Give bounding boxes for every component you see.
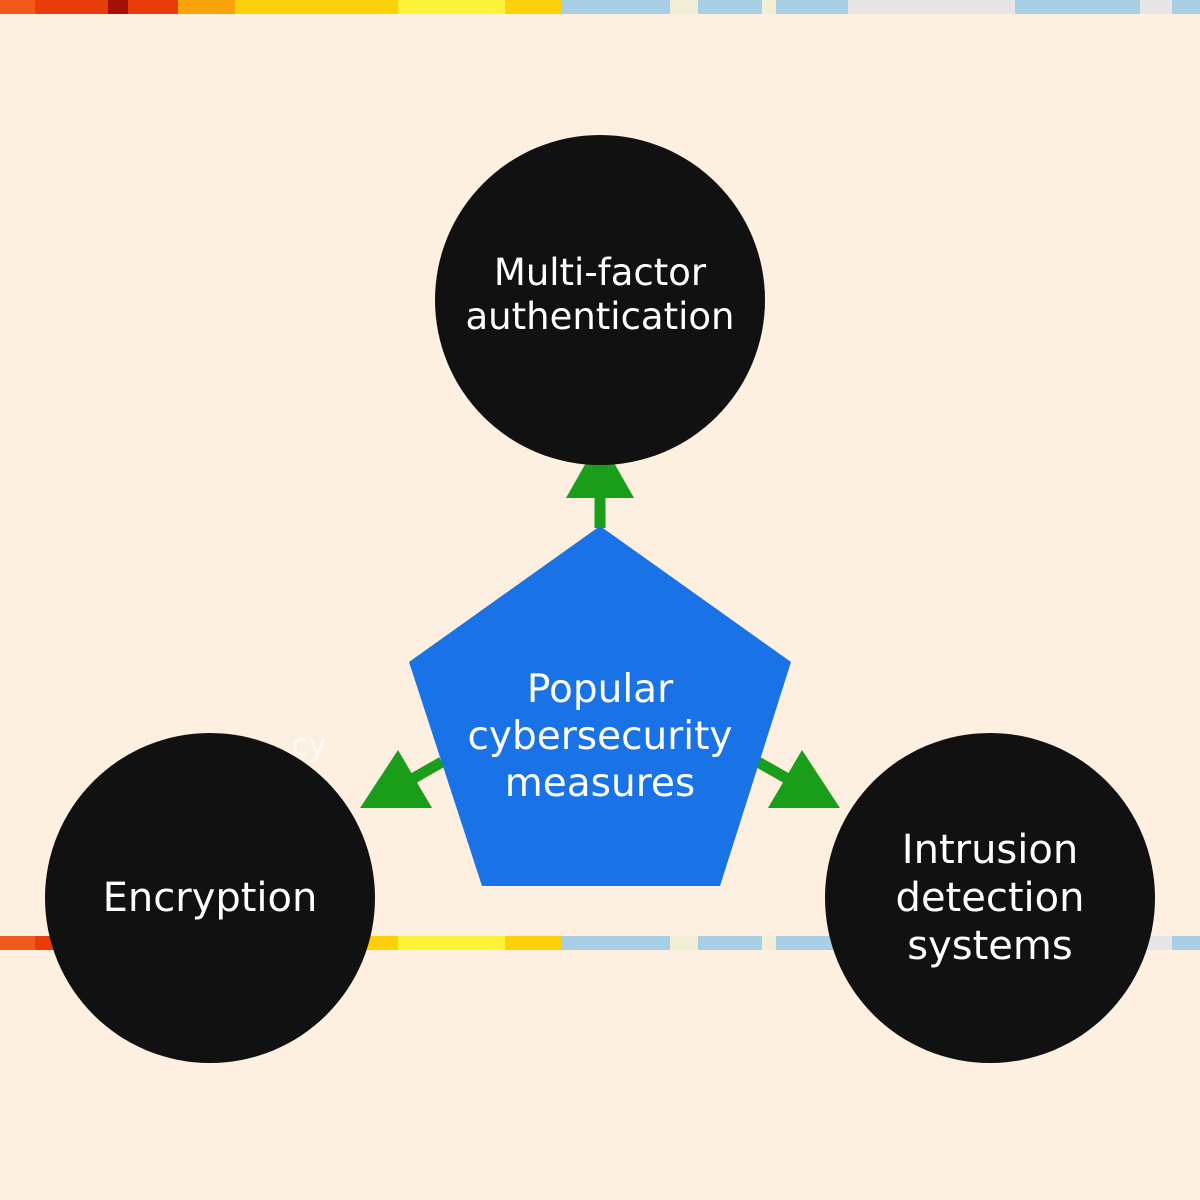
stripe-segment [1140, 0, 1172, 14]
node-right-line-1: Intrusion [901, 826, 1079, 873]
stripe-segment [398, 936, 505, 950]
node-top-circle [435, 135, 765, 465]
center-pentagon [409, 526, 791, 886]
arrow-to-top [566, 438, 634, 528]
center-line-2: cybersecurity [467, 714, 733, 760]
stripe-segment [848, 0, 1015, 14]
node-right-circle [825, 733, 1155, 1063]
node-left-circle [45, 733, 375, 1063]
arrow-right-head [768, 750, 840, 808]
center-line-1: Popular [526, 667, 674, 713]
stripe-segment [762, 0, 776, 14]
stripe-segment [1172, 0, 1200, 14]
stripe-segment [562, 0, 670, 14]
node-right-label: Intrusion detection systems [840, 815, 1140, 980]
stripe-segment [698, 936, 762, 950]
stripe-segment [670, 936, 698, 950]
stripe-segment [235, 0, 315, 14]
stripe-segment [670, 0, 698, 14]
stripe-segment [398, 0, 505, 14]
stripe-segment [35, 0, 108, 14]
stripe-segment [1172, 936, 1200, 950]
node-left-line-1: Encryption [102, 875, 318, 921]
arrow-to-right [755, 750, 840, 808]
node-top-label: Multi-factor authentication [440, 240, 760, 350]
stripe-segment [776, 936, 848, 950]
stripe-segment [0, 936, 35, 950]
center-label: Popular cybersecurity measures [440, 655, 760, 820]
stripe-segment [1015, 0, 1140, 14]
stripe-segment [108, 0, 128, 14]
color-stripe-top [0, 0, 1200, 14]
stripe-segment [0, 0, 35, 14]
center-line-3: measures [504, 760, 696, 806]
stripe-segment [525, 0, 562, 14]
stripe-segment [562, 936, 670, 950]
stripe-segment [762, 936, 776, 950]
stripe-segment [525, 936, 562, 950]
stripe-segment [505, 936, 525, 950]
arrow-left-head [360, 750, 432, 808]
node-left-label: Encryption [60, 870, 360, 926]
stripe-segment [315, 0, 398, 14]
node-top-line-1: Multi-factor [493, 250, 707, 294]
stripe-segment [178, 0, 235, 14]
stripe-segment [505, 0, 525, 14]
node-right-line-2: detection [895, 874, 1085, 921]
arrow-top-head [566, 438, 634, 498]
stripe-segment [128, 0, 178, 14]
arrow-to-left [360, 750, 445, 808]
node-right-line-3: systems [907, 922, 1073, 969]
stripe-segment [776, 0, 848, 14]
stripe-segment [698, 0, 762, 14]
arrow-right-line [755, 757, 791, 784]
node-top-line-2: authentication [465, 295, 735, 338]
arrow-left-line [409, 757, 445, 784]
faint-background-text: cy [292, 728, 327, 763]
